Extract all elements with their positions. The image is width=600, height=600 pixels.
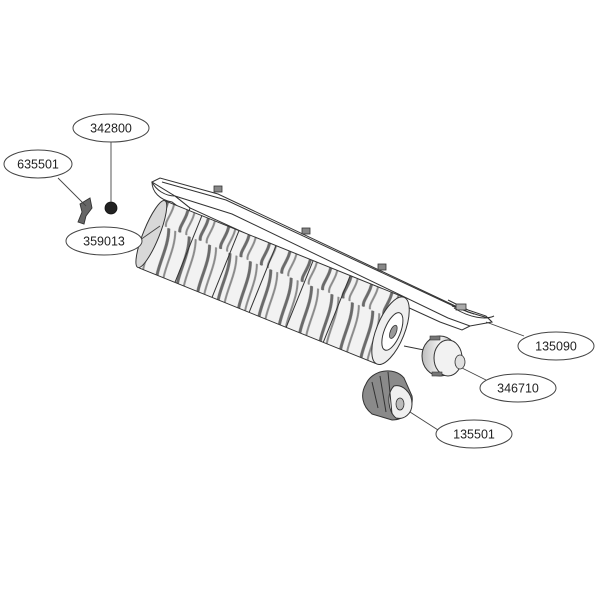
motor-tab-top — [429, 335, 441, 341]
leader-635501 — [57, 177, 87, 207]
housing-top-strip — [161, 181, 463, 311]
callout-label-346710: 346710 — [497, 382, 539, 396]
drain-pan-housing-part — [150, 177, 495, 331]
blower-wheel-body — [136, 200, 406, 365]
bracket-bearing — [395, 397, 405, 411]
motor-bracket-part — [362, 370, 413, 421]
bracket-ribs — [371, 371, 393, 415]
leader-135090 — [485, 321, 525, 337]
bearing-ball-part — [104, 201, 118, 215]
fan-motor-part — [403, 335, 466, 377]
callout-label-635501: 635501 — [17, 158, 59, 172]
callout-359013: 359013 — [65, 226, 143, 256]
callout-346710: 346710 — [479, 373, 557, 403]
callout-135501: 135501 — [435, 419, 513, 449]
blower-divider-1 — [174, 215, 203, 283]
clip-part — [77, 197, 93, 225]
motor-shaft — [403, 345, 425, 351]
callout-635501: 635501 — [3, 149, 73, 179]
blower-hub-center — [389, 324, 398, 339]
blower-divider-3 — [248, 245, 277, 313]
bearing-ball — [104, 201, 118, 215]
motor-boss — [454, 354, 466, 370]
blower-wheel-part — [135, 200, 410, 365]
blower-left-end — [135, 200, 168, 269]
housing-right-clip — [455, 303, 467, 311]
housing-wire — [453, 307, 495, 319]
callout-label-135501: 135501 — [453, 428, 495, 442]
blower-divider-4 — [285, 260, 314, 328]
leader-346710 — [461, 367, 487, 381]
callout-label-135090: 135090 — [535, 340, 577, 354]
clip-shape — [77, 197, 93, 225]
callout-label-359013: 359013 — [83, 235, 125, 249]
leader-359013 — [139, 225, 161, 241]
callout-342800: 342800 — [72, 113, 150, 143]
motor-tab-bottom — [431, 371, 443, 377]
housing-tab-3 — [377, 263, 387, 271]
blower-divider-5 — [322, 275, 351, 343]
housing-tab-1 — [213, 185, 223, 193]
housing-tab-2 — [301, 227, 311, 235]
callout-label-342800: 342800 — [90, 122, 132, 136]
housing-right-end — [447, 299, 493, 323]
leader-135501 — [409, 411, 439, 431]
callout-135090: 135090 — [517, 331, 595, 361]
blower-divider-2 — [211, 230, 240, 298]
